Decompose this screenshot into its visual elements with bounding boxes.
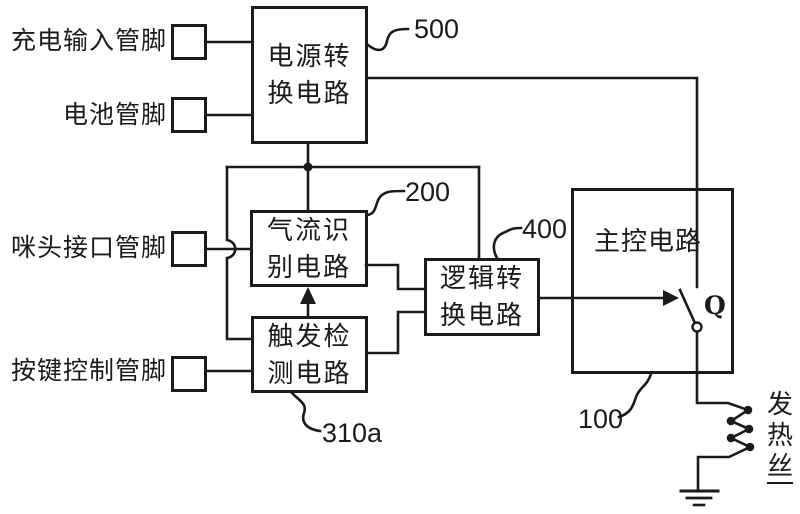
switch-q-label: Q [704, 291, 726, 320]
block-trigger-label-line2: 测电路 [267, 358, 352, 388]
pin-label-battery: 电池管脚 [62, 102, 167, 129]
coil-dot-2 [726, 416, 736, 426]
coil-dot-4 [726, 433, 736, 443]
block-airflow-recognition: 气流识 别电路 [250, 210, 368, 287]
pin-square-battery [171, 97, 207, 133]
leader-400 [492, 226, 523, 260]
ref-label-500: 500 [414, 14, 460, 44]
pin-square-button [171, 356, 207, 392]
heater-label-char2: 热 [766, 421, 793, 450]
pin-label-button: 按键控制管脚 [10, 358, 167, 385]
block-airflow-label-line2: 别电路 [266, 252, 351, 282]
ref-label-400: 400 [522, 214, 568, 244]
wire-bus-left-with-hop [225, 165, 254, 341]
ref-label-200: 200 [405, 177, 451, 207]
block-logic-label-line2: 换电路 [439, 301, 524, 330]
heater-label: 发 热 丝 [764, 389, 796, 484]
leader-310a [290, 391, 322, 433]
block-airflow-label-line1: 气流识 [266, 215, 351, 245]
pin-square-charge [171, 24, 207, 60]
pin-label-mic: 咪头接口管脚 [10, 235, 167, 262]
heater-label-char1: 发 [766, 390, 793, 419]
block-main-control: 主控电路 [571, 188, 734, 374]
junction-dot [303, 162, 313, 172]
arrowhead-trigger [300, 287, 316, 304]
block-logic-conversion: 逻辑转 换电路 [424, 258, 540, 336]
wire-power-to-switch [366, 76, 699, 289]
wire-switch-blade [678, 288, 696, 323]
leader-500 [366, 27, 410, 52]
heater-label-char3: 丝 [766, 451, 793, 484]
block-logic-label-line1: 逻辑转 [439, 264, 524, 293]
block-power-label-line1: 电源转 [267, 42, 352, 71]
block-main-label: 主控电路 [593, 227, 702, 256]
switch-pivot-circle [691, 321, 703, 333]
wire-trigger-to-logic [365, 310, 426, 355]
block-power-label-line2: 换电路 [267, 79, 352, 108]
coil-dot-1 [743, 405, 753, 415]
block-power-conversion: 电源转 换电路 [251, 6, 368, 144]
ref-label-310a: 310a [322, 418, 383, 448]
wire-airflow-to-logic [364, 263, 426, 291]
coil-dot-3 [744, 424, 754, 434]
wire-switch-down [695, 330, 750, 412]
arrowhead-logic [663, 290, 679, 306]
leader-100 [617, 372, 653, 419]
coil-dot-5 [745, 442, 755, 452]
block-trigger-detection: 触发检 测电路 [251, 316, 368, 393]
block-trigger-label-line1: 触发检 [267, 321, 352, 351]
pin-square-mic [171, 231, 207, 267]
pin-label-charge: 充电输入管脚 [10, 28, 167, 55]
heater-coil-icon [696, 408, 754, 493]
leader-200 [365, 189, 406, 217]
ref-label-100: 100 [578, 404, 624, 434]
